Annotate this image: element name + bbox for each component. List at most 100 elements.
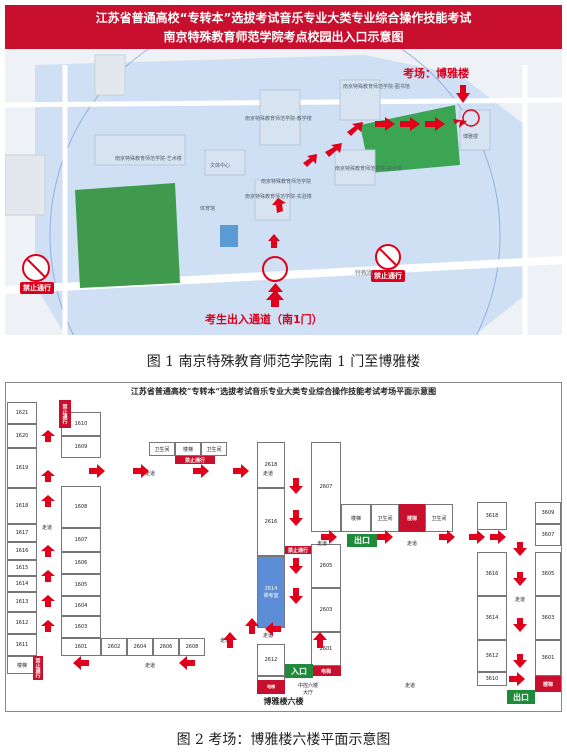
room-1613: 1613 xyxy=(7,592,37,612)
room-3609: 3609 xyxy=(535,502,561,524)
room-1608: 1608 xyxy=(61,486,101,528)
room-2603: 2603 xyxy=(311,588,341,632)
stairs-red-corner: 楼梯 xyxy=(535,676,561,692)
floor-plan: 江苏省普通高校“专转本”选拔考试音乐专业大类专业综合操作技能考试考场平面示意图 … xyxy=(5,382,562,712)
map-label-6: 体育馆 xyxy=(200,206,216,212)
room-1611: 1611 xyxy=(7,634,37,656)
building-f xyxy=(204,149,246,176)
room-1601: 1601 xyxy=(61,638,101,656)
room-3605: 3605 xyxy=(535,552,561,596)
room-1614: 1614 xyxy=(7,576,37,592)
building-c xyxy=(339,79,381,121)
toilet-top-2: 卫生间 xyxy=(201,442,227,456)
figure1-caption: 图 1 南京特殊教育师范学院南 1 门至博雅楼 xyxy=(146,354,421,370)
entrance-badge: 入口 xyxy=(285,664,313,678)
arrow-right xyxy=(490,530,506,544)
arrow-up xyxy=(41,470,55,482)
room-3616: 3616 xyxy=(477,552,507,596)
room-3601: 3601 xyxy=(535,640,561,676)
no-entry-bottom-left: 禁止通行 xyxy=(33,656,43,680)
no-entry-top: 禁止通行 xyxy=(175,456,215,464)
arrow-up xyxy=(41,620,55,632)
map-label-2: 南京特殊教育师范学院-教学楼 xyxy=(245,116,312,122)
room-1615: 1615 xyxy=(7,560,37,576)
map-label-4: 南京特殊教育师范学院-综合楼 xyxy=(335,166,402,172)
no-entry-badge-left: 禁止通行 xyxy=(20,282,54,294)
arrow-right xyxy=(377,530,393,544)
arrow-up xyxy=(41,595,55,607)
room-3614: 3614 xyxy=(477,596,507,640)
entrance-arrow xyxy=(266,290,284,307)
room-2618: 2618 xyxy=(257,442,285,488)
arrow-down xyxy=(289,478,303,494)
arrow-left xyxy=(179,656,195,670)
room-1619: 1619 xyxy=(7,448,37,488)
map-label-9: 特教路 xyxy=(355,270,374,277)
arrow-right xyxy=(321,530,337,544)
arrow-down xyxy=(513,542,527,556)
corridor-top: 走道 xyxy=(145,471,156,477)
campus-map: 江苏省普通高校“专转本”选拔考试音乐专业大类专业综合操作技能考试 南京特殊教育师… xyxy=(5,5,562,335)
map-label-1: 南京特殊教育师范学院-图书馆 xyxy=(343,84,410,90)
room-1621: 1621 xyxy=(7,402,37,424)
gate-circle xyxy=(262,256,288,282)
room-2607: 2607 xyxy=(311,442,341,532)
arrow-up xyxy=(245,618,259,634)
plan-route-arrows xyxy=(41,430,527,686)
exit-badge-upper: 出口 xyxy=(347,534,377,547)
map-background xyxy=(5,5,562,335)
map-label-5: 南京特殊教育师范学院-实验楼 xyxy=(245,194,312,200)
room-2604: 2604 xyxy=(127,638,153,656)
room-1618: 1618 xyxy=(7,488,37,524)
map-label-8: 南京特殊教育师范学院 xyxy=(261,179,312,185)
corridor-center: 走道 xyxy=(317,541,328,547)
toilet-right-1: 卫生间 xyxy=(371,504,399,532)
arrow-down xyxy=(513,618,527,632)
toilet-right-2: 卫生间 xyxy=(425,504,453,532)
exam-site-label: 考场：博雅楼 xyxy=(403,67,469,80)
entrance-label: 考生出入通道（南1门） xyxy=(205,313,323,326)
room-1609: 1609 xyxy=(61,436,101,458)
building-e xyxy=(254,179,291,221)
arrow-up xyxy=(223,632,237,648)
room-1617: 1617 xyxy=(7,524,37,542)
route-arrow xyxy=(325,143,342,157)
no-entry-sign-left xyxy=(22,254,50,282)
arrow-down xyxy=(289,510,303,526)
route-arrow xyxy=(268,234,280,248)
corridor-mid-top: 走道 xyxy=(263,471,274,477)
building-a xyxy=(94,134,186,166)
no-entry-mid: 禁止通行 xyxy=(285,546,311,554)
no-entry-badge-right: 禁止通行 xyxy=(371,270,405,282)
arrow-down xyxy=(513,572,527,586)
map-header-line2: 南京特殊教育师范学院考点校园出入口示意图 xyxy=(163,30,404,44)
corridor-mid-left: 走道 xyxy=(220,638,231,644)
building-h xyxy=(5,154,46,216)
arrow-right xyxy=(133,464,149,478)
arrow-right xyxy=(89,464,105,478)
no-entry-sign-right xyxy=(375,244,401,270)
arrow-left xyxy=(265,622,281,636)
route-arrow xyxy=(425,117,445,131)
plan-frame xyxy=(5,382,562,712)
boya-circle xyxy=(462,109,480,127)
route-arrow-down xyxy=(456,85,470,103)
route-arrows xyxy=(268,85,470,302)
corridor-bottom: 走道 xyxy=(145,663,156,669)
arrow-down xyxy=(513,654,527,668)
route-arrow xyxy=(347,122,363,136)
arrow-right xyxy=(233,464,249,478)
arrow-down xyxy=(289,558,303,574)
arrow-right xyxy=(469,530,485,544)
building-b xyxy=(259,89,301,146)
room-2605: 2605 xyxy=(311,544,341,588)
stairs-right-top: 楼梯 xyxy=(341,504,371,532)
building-boya xyxy=(459,109,491,151)
elevator-red: 电梯 xyxy=(311,666,341,676)
room-3610: 3610 xyxy=(477,672,507,686)
arrow-left xyxy=(73,656,89,670)
corridor-mid: 走道 xyxy=(263,633,274,639)
corridor-bottom-right: 走道 xyxy=(405,683,416,689)
room-3618: 3618 xyxy=(477,502,507,530)
sports-field xyxy=(75,183,180,288)
